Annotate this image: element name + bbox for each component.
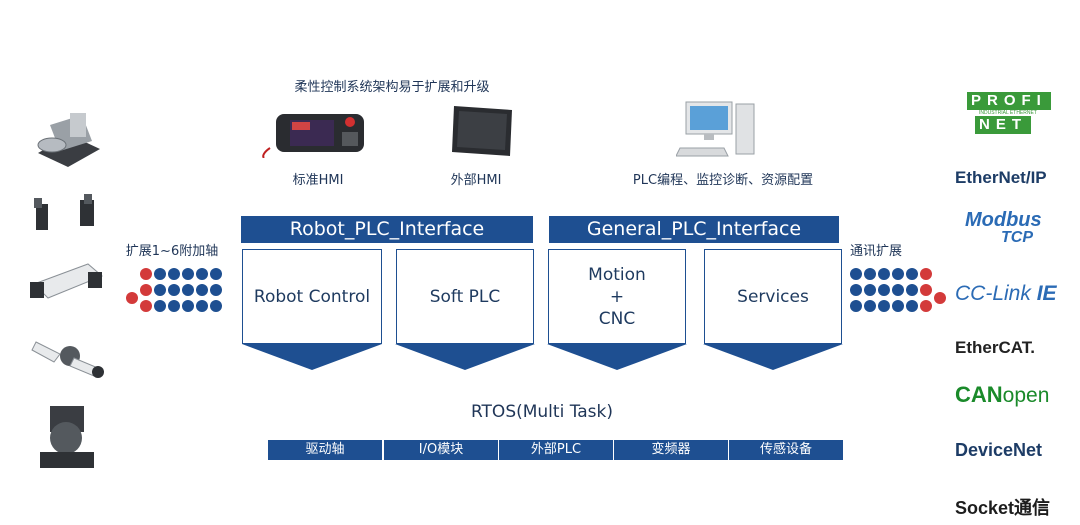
- pattern-dot: [906, 300, 918, 312]
- robot-arm-icon: [31, 341, 104, 378]
- desktop-computer-icon: [676, 101, 755, 157]
- pattern-dot: [154, 300, 166, 312]
- pattern-dot: [906, 284, 918, 296]
- tablet-hmi-icon: [452, 106, 512, 156]
- left-dot-pattern: [126, 268, 226, 328]
- robot-control-label: Robot Control: [253, 286, 371, 307]
- chip-drive-axis: 驱动轴: [268, 440, 382, 460]
- rtos-label: RTOS(Multi Task): [470, 402, 614, 422]
- pattern-dot: [864, 300, 876, 312]
- pattern-dot: [168, 268, 180, 280]
- pattern-dot: [140, 268, 152, 280]
- robot-control-arrow: [242, 344, 382, 370]
- rotary-axis-icon: [37, 113, 100, 167]
- device-label-plc-programming: PLC编程、监控诊断、资源配置: [632, 173, 814, 188]
- pattern-dot: [878, 284, 890, 296]
- pattern-dot: [196, 300, 208, 312]
- pattern-dot: [154, 268, 166, 280]
- pattern-dot: [878, 300, 890, 312]
- canopen-open-text: open: [1002, 384, 1050, 407]
- device-label-standard-hmi: 标准HMI: [292, 173, 344, 188]
- pattern-dot: [934, 292, 946, 304]
- motion-cnc-label: Motion + CNC: [588, 264, 646, 329]
- right-dot-pattern: [850, 268, 950, 328]
- positioner-icon: [40, 406, 94, 468]
- linear-axis-icon: [30, 263, 103, 299]
- cc-link-text: CC-Link: [955, 282, 1031, 305]
- teach-pendant-icon: [262, 114, 364, 158]
- pattern-dot: [906, 268, 918, 280]
- right-caption: 通讯扩展: [849, 244, 903, 259]
- pattern-dot: [850, 300, 862, 312]
- pattern-dot: [196, 268, 208, 280]
- canopen-can-text: CAN: [955, 382, 1003, 407]
- pattern-dot: [920, 268, 932, 280]
- cc-link-ie-text: IE: [1036, 282, 1057, 305]
- modbus-tcp-logo: Modbus TCP: [955, 209, 1042, 246]
- modbus-line1: Modbus: [965, 209, 1042, 231]
- header-caption: 柔性控制系统架构易于扩展和升级: [294, 80, 490, 95]
- robot-plc-interface-banner: Robot_PLC_Interface: [241, 216, 533, 243]
- pattern-dot: [182, 284, 194, 296]
- pattern-dot: [864, 268, 876, 280]
- pattern-dot: [210, 284, 222, 296]
- pattern-dot: [850, 284, 862, 296]
- pattern-dot: [210, 300, 222, 312]
- devicenet-logo: DeviceNet: [955, 440, 1043, 460]
- soft-plc-arrow: [395, 344, 535, 370]
- services-label: Services: [737, 286, 809, 307]
- services-arrow: [703, 344, 843, 370]
- profinet-logo: PROFI INDUSTRIAL ETHERNET NET: [955, 92, 1065, 134]
- pattern-dot: [182, 300, 194, 312]
- ethernet-ip-logo: EtherNet/IP: [955, 168, 1047, 187]
- pattern-dot: [168, 300, 180, 312]
- cc-link-ie-logo: CC-Link IE: [955, 282, 1057, 306]
- pattern-dot: [210, 268, 222, 280]
- pattern-dot: [892, 284, 904, 296]
- left-caption: 扩展1~6附加轴: [125, 244, 219, 259]
- profinet-sub: INDUSTRIAL ETHERNET: [979, 110, 1037, 116]
- pattern-dot: [182, 268, 194, 280]
- robot-control-box: Robot Control: [242, 249, 382, 344]
- soft-plc-label: Soft PLC: [429, 286, 501, 307]
- socket-logo: Socket通信: [955, 498, 1051, 518]
- pattern-dot: [920, 284, 932, 296]
- chip-sensor-device: 传感设备: [729, 440, 843, 460]
- modbus-line2: TCP: [1001, 229, 1033, 246]
- pattern-dot: [126, 292, 138, 304]
- ethercat-logo: EtherCAT.: [955, 338, 1035, 357]
- services-box: Services: [704, 249, 842, 344]
- pattern-dot: [850, 268, 862, 280]
- pattern-dot: [140, 284, 152, 296]
- motion-cnc-box: Motion + CNC: [548, 249, 686, 344]
- pattern-dot: [196, 284, 208, 296]
- general-plc-interface-banner: General_PLC_Interface: [549, 216, 839, 243]
- gripper-joints-icon: [34, 194, 94, 230]
- motion-cnc-arrow: [547, 344, 687, 370]
- pattern-dot: [140, 300, 152, 312]
- pattern-dot: [892, 300, 904, 312]
- device-label-external-hmi: 外部HMI: [450, 173, 502, 188]
- pattern-dot: [154, 284, 166, 296]
- chip-inverter: 变频器: [614, 440, 728, 460]
- profinet-line1: PROFI: [967, 92, 1051, 110]
- chip-external-plc: 外部PLC: [499, 440, 613, 460]
- pattern-dot: [878, 268, 890, 280]
- canopen-logo: CANopen: [955, 382, 1049, 408]
- pattern-dot: [168, 284, 180, 296]
- chip-io-module: I/O模块: [384, 440, 498, 460]
- soft-plc-box: Soft PLC: [396, 249, 534, 344]
- pattern-dot: [892, 268, 904, 280]
- profinet-line2: NET: [975, 116, 1031, 134]
- pattern-dot: [864, 284, 876, 296]
- pattern-dot: [920, 300, 932, 312]
